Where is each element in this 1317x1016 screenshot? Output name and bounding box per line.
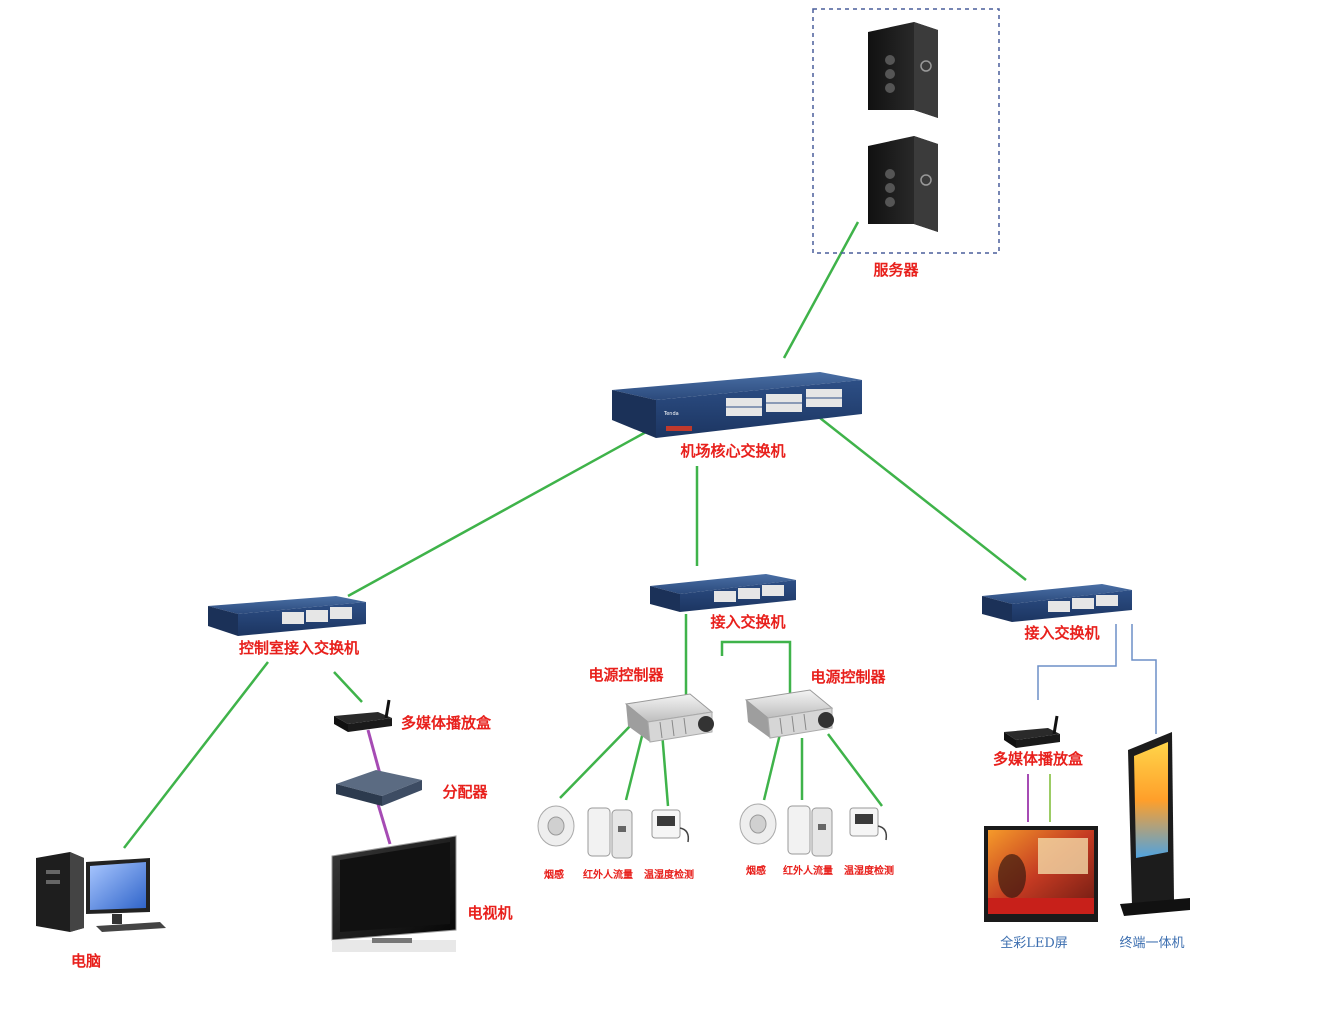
power-controller-1[interactable] xyxy=(624,693,714,743)
led-screen-label: 全彩LED屏 xyxy=(1000,935,1068,951)
kiosk-label: 终端一体机 xyxy=(1119,935,1184,951)
temp-sensor-1[interactable] xyxy=(651,809,690,843)
server-group[interactable] xyxy=(812,8,1000,254)
media-box-left[interactable] xyxy=(334,699,392,732)
temp-sensor-2[interactable] xyxy=(849,807,888,841)
link-psu2-temp xyxy=(827,733,883,807)
core-switch[interactable]: Tenda xyxy=(612,372,862,438)
power-controller-1-label: 电源控制器 xyxy=(588,666,664,684)
pc-icon[interactable] xyxy=(36,852,166,932)
media-box-left-label: 多媒体播放盒 xyxy=(401,714,492,732)
link-psu1-ir xyxy=(624,727,646,801)
ir-sensor-2[interactable] xyxy=(787,805,833,857)
smoke-sensor-1-label: 烟感 xyxy=(544,868,564,881)
link-right-mediabox xyxy=(1037,624,1117,700)
mid-access-switch[interactable] xyxy=(650,574,796,612)
power-controller-2-label: 电源控制器 xyxy=(810,668,886,686)
media-box-right[interactable] xyxy=(1004,715,1060,748)
led-screen[interactable] xyxy=(984,826,1098,922)
smoke-sensor-2[interactable] xyxy=(739,803,777,845)
smoke-sensor-1[interactable] xyxy=(537,805,575,847)
link-server-core xyxy=(782,221,860,359)
control-switch-label: 控制室接入交换机 xyxy=(239,639,359,657)
right-switch-label: 接入交换机 xyxy=(1024,624,1099,642)
svg-text:Tenda: Tenda xyxy=(663,411,679,417)
link-control-pc xyxy=(123,661,269,849)
link-psu1-smoke xyxy=(559,721,635,799)
right-access-switch[interactable] xyxy=(982,584,1132,622)
core-switch-label: 机场核心交换机 xyxy=(680,442,785,460)
temp-sensor-2-label: 温湿度检测 xyxy=(844,864,894,877)
temp-sensor-1-label: 温湿度检测 xyxy=(644,868,694,881)
kiosk[interactable] xyxy=(1120,732,1190,916)
link-mid-psu2 xyxy=(720,640,792,694)
links xyxy=(123,221,1157,849)
server-icon xyxy=(868,136,938,232)
link-psu2-smoke xyxy=(762,733,782,801)
mid-switch-label: 接入交换机 xyxy=(710,613,785,631)
server-group-border xyxy=(812,8,1000,254)
ir-sensor-1-label: 红外人流量 xyxy=(583,868,633,881)
control-room-switch[interactable] xyxy=(208,596,366,636)
link-splitter-tv xyxy=(376,803,392,845)
splitter[interactable] xyxy=(336,770,422,806)
server-icon xyxy=(868,22,938,118)
server-label: 服务器 xyxy=(873,261,919,279)
tv-icon[interactable] xyxy=(331,835,457,952)
power-controller-2[interactable] xyxy=(744,689,834,739)
smoke-sensor-2-label: 烟感 xyxy=(746,864,766,877)
link-core-right xyxy=(819,417,1027,581)
link-right-kiosk xyxy=(1131,624,1157,734)
ir-sensor-2-label: 红外人流量 xyxy=(783,864,833,877)
pc-label: 电脑 xyxy=(71,952,101,970)
ir-sensor-1[interactable] xyxy=(587,807,633,859)
media-box-right-label: 多媒体播放盒 xyxy=(993,750,1084,768)
link-control-mediabox xyxy=(333,671,363,703)
link-core-control xyxy=(347,430,647,598)
tv-label: 电视机 xyxy=(467,904,512,922)
link-psu1-temp xyxy=(660,731,670,807)
link-mediabox-splitter xyxy=(366,729,382,775)
splitter-label: 分配器 xyxy=(442,783,488,801)
